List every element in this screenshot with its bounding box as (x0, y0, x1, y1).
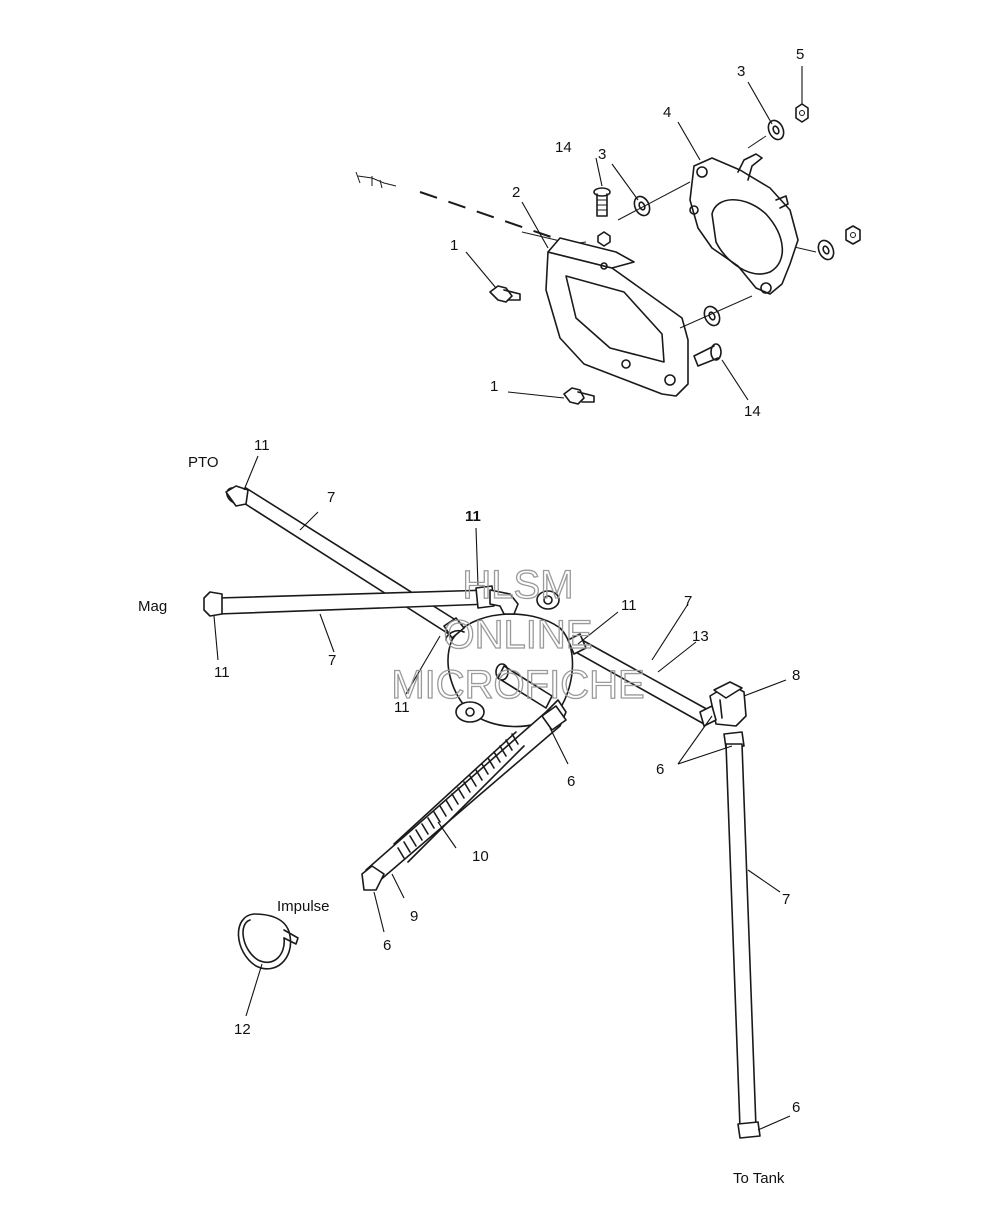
tee-fitting (709, 681, 747, 727)
label-mag: Mag (138, 598, 167, 615)
label-to-tank: To Tank (733, 1170, 785, 1187)
callout-8: 8 (792, 667, 800, 684)
callout-11-top: 11 (465, 508, 481, 525)
nut-upper (795, 103, 809, 123)
callout-11-mid: 11 (621, 597, 637, 614)
clamp-near-pump (443, 617, 465, 641)
callout-11-mag: 11 (214, 664, 230, 681)
callout-11-low: 11 (394, 699, 410, 716)
washer-upper (767, 119, 785, 141)
callout-11-pto: 11 (254, 437, 270, 454)
screw-lower (693, 343, 722, 367)
bracket-part (545, 237, 689, 397)
bolt-lower (563, 387, 595, 405)
washer-middle (633, 195, 651, 217)
label-pto: PTO (188, 454, 219, 471)
callout-10: 10 (472, 848, 489, 865)
impulse-hose (361, 699, 567, 891)
screw-upper (593, 187, 611, 217)
pump-cover-part (689, 153, 799, 295)
callout-5: 5 (796, 46, 804, 63)
callout-3-middle: 3 (598, 146, 606, 163)
location-labels: PTO Mag Impulse To Tank (138, 454, 785, 1187)
watermark: HLSM ONLINE MICROFICHE (391, 562, 646, 707)
callout-4: 4 (663, 104, 671, 121)
callout-7-vertical: 7 (782, 891, 790, 908)
washer-lower (703, 305, 721, 327)
label-impulse: Impulse (277, 898, 330, 915)
bolt-upper (489, 285, 521, 303)
callout-leaders (213, 66, 803, 1131)
watermark-line-2: ONLINE (444, 613, 593, 657)
watermark-line-1: HLSM (462, 563, 573, 607)
callout-7-pto: 7 (327, 489, 335, 506)
callout-3-upper: 3 (737, 63, 745, 80)
callout-12: 12 (234, 1021, 251, 1038)
nut-right (845, 225, 861, 245)
callout-7-right: 7 (684, 593, 692, 610)
callout-7-mag: 7 (328, 652, 336, 669)
callout-14-lower: 14 (744, 403, 761, 420)
callout-14-upper: 14 (555, 139, 572, 156)
assembly-axis-lines (355, 171, 587, 245)
strap-clamp-part (237, 913, 299, 970)
fuel-pump-body (447, 590, 574, 728)
callout-13: 13 (692, 628, 709, 645)
callout-6-mid: 6 (567, 773, 575, 790)
small-nut-bracket (597, 231, 611, 247)
callout-6-pair: 6 (656, 761, 664, 778)
mag-hose (203, 585, 519, 617)
callout-6-tank: 6 (792, 1099, 800, 1116)
callout-1-lower: 1 (490, 378, 498, 395)
pto-hose (225, 485, 463, 637)
washer-right (817, 239, 835, 261)
callout-2: 2 (512, 184, 520, 201)
watermark-line-3: MICROFICHE (391, 663, 644, 707)
spring-guard-part (393, 731, 525, 863)
callout-numbers: 1 1 2 14 3 4 3 5 14 11 7 11 7 11 11 11 7… (214, 46, 804, 1116)
callout-9: 9 (410, 908, 418, 925)
callout-6-impulse: 6 (383, 937, 391, 954)
tank-hose (725, 743, 761, 1139)
callout-1-upper: 1 (450, 237, 458, 254)
